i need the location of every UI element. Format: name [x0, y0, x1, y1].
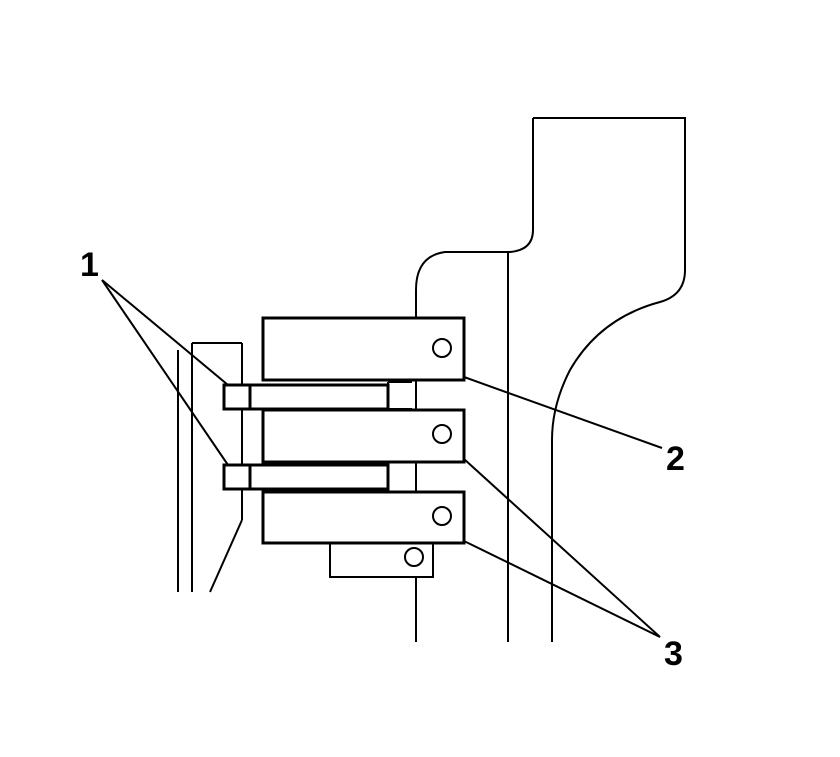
leader-3-lower [463, 540, 661, 638]
callout-1: 1 [80, 246, 99, 284]
leader-1-upper [101, 279, 229, 386]
shim-upper [222, 381, 412, 411]
leader-1-lower [101, 279, 229, 466]
leader-2 [463, 376, 663, 449]
callout-2: 2 [666, 440, 685, 478]
bottom-bracket [329, 542, 434, 578]
block-middle [261, 408, 466, 464]
housing-outline [415, 117, 686, 642]
block-top [261, 316, 466, 382]
bolt-hole [432, 424, 452, 444]
leader-lines [101, 279, 663, 638]
bolt-hole [432, 506, 452, 526]
bolt-hole [432, 338, 452, 358]
shim-lower [222, 461, 412, 493]
leader-3-upper [463, 458, 661, 638]
block-bottom [261, 490, 466, 545]
bolt-hole [404, 547, 424, 567]
callout-3: 3 [664, 635, 683, 673]
